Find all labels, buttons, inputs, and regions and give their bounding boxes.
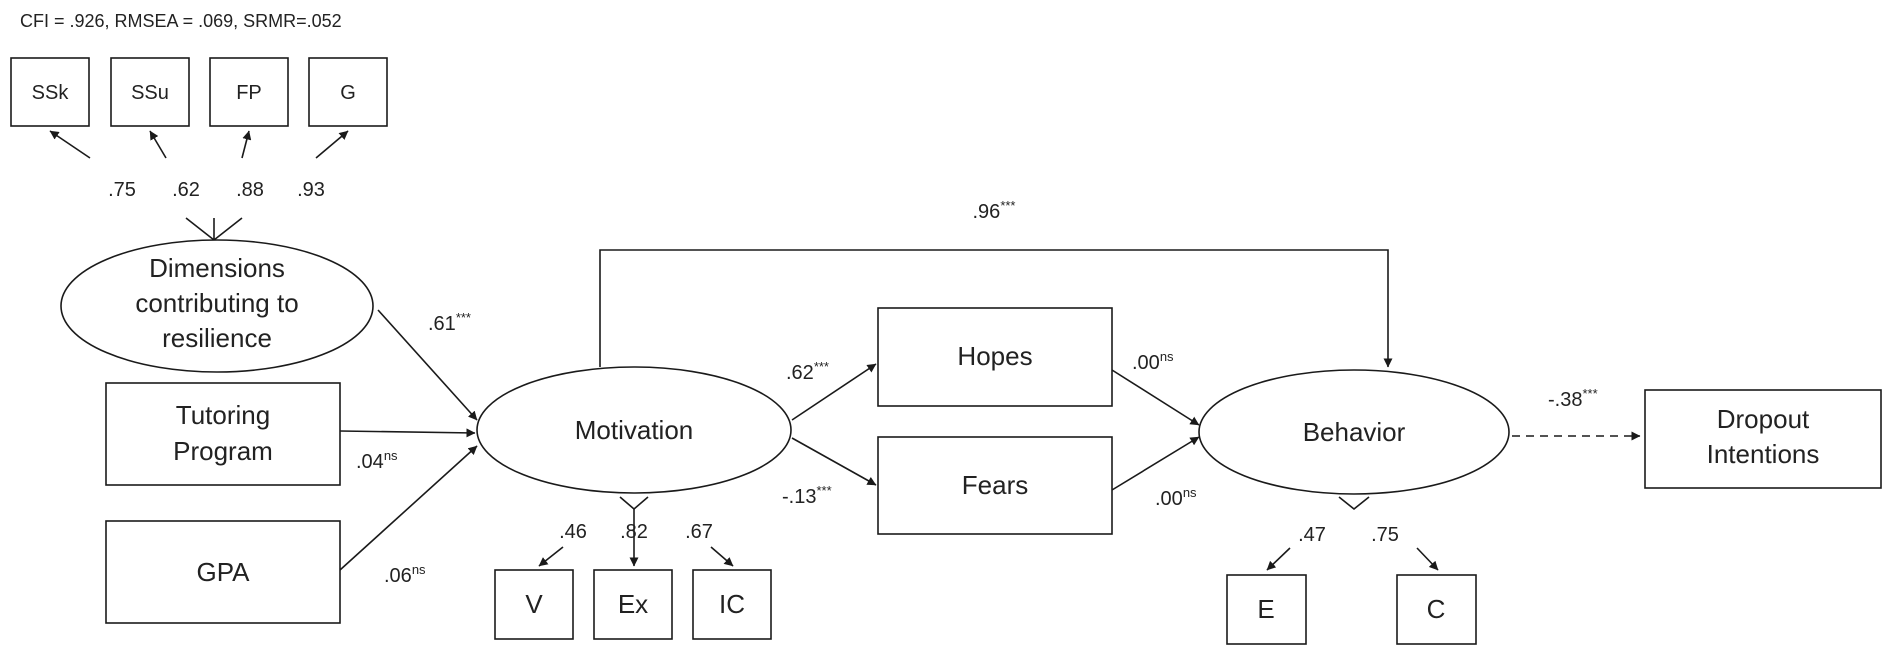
- loading-arrow-e: [1266, 547, 1291, 571]
- loading-arrow-c: [1416, 547, 1439, 571]
- loading-ssk: .75: [108, 179, 136, 201]
- indicator-box-e: [1226, 574, 1307, 645]
- coef-motivation-behavior: .96***: [973, 198, 1016, 223]
- hopes-box: [877, 307, 1113, 407]
- behavior-fan-lines: [1338, 496, 1370, 511]
- indicator-box-ssu: [110, 57, 190, 127]
- loading-arrow-ssu: [149, 130, 167, 159]
- coef-gpa-motivation: .06ns: [384, 562, 426, 587]
- loading-arrow-ic: [710, 546, 734, 567]
- dropout-intentions-box: [1644, 389, 1882, 489]
- tutoring-label-line1: Tutoring: [176, 400, 270, 430]
- indicator-g-label: G: [340, 82, 356, 104]
- indicator-fp-label: FP: [236, 82, 262, 104]
- path-resilience-motivation: [377, 309, 478, 421]
- path-gpa-motivation: [339, 445, 478, 571]
- resilience-label-line2: contributing to: [135, 288, 298, 318]
- indicator-ic-label: IC: [719, 589, 745, 619]
- fears-label: Fears: [962, 470, 1028, 500]
- coef-motivation-hopes: .62***: [786, 359, 829, 384]
- behavior-label: Behavior: [1303, 417, 1406, 447]
- indicator-ssu-label: SSu: [131, 82, 169, 104]
- indicator-v-label: V: [525, 589, 543, 619]
- path-hopes-behavior: [1111, 369, 1200, 426]
- loading-arrow-v: [538, 546, 564, 567]
- indicator-box-ic: [692, 569, 772, 640]
- indicator-box-ex: [593, 569, 673, 640]
- fit-indices: CFI = .926, RMSEA = .069, SRMR=.052: [20, 11, 342, 31]
- resilience-fan-lines: [185, 217, 243, 242]
- coef-resilience-motivation: .61***: [428, 310, 471, 335]
- path-fears-behavior: [1111, 436, 1200, 491]
- path-motivation-behavior: [599, 249, 1393, 368]
- indicator-box-ssk: [10, 57, 90, 127]
- indicator-box-v: [494, 569, 574, 640]
- motivation-label: Motivation: [575, 415, 694, 445]
- indicator-box-c: [1396, 574, 1477, 645]
- behavior-ellipse: [1198, 369, 1510, 495]
- loading-ex: .82: [620, 521, 648, 543]
- motivation-fan-lines: [619, 496, 649, 511]
- loading-fp: .88: [236, 179, 264, 201]
- indicator-ex-label: Ex: [618, 589, 648, 619]
- motivation-ellipse: [476, 366, 792, 494]
- gpa-label: GPA: [197, 557, 251, 587]
- indicator-ssk-label: SSk: [32, 82, 70, 104]
- indicator-c-label: C: [1427, 594, 1446, 624]
- loading-arrow-g: [315, 130, 349, 159]
- tutoring-label-line2: Program: [173, 436, 273, 466]
- resilience-label-line3: resilience: [162, 323, 272, 353]
- tutoring-program-box: [105, 382, 341, 486]
- loading-g: .93: [297, 179, 325, 201]
- coef-hopes-behavior: .00ns: [1132, 349, 1174, 374]
- loading-v: .46: [559, 521, 587, 543]
- coef-behavior-dropout: -.38***: [1548, 386, 1598, 411]
- path-motivation-hopes: [791, 363, 877, 421]
- loading-c: .75: [1371, 524, 1399, 546]
- coef-motivation-fears: -.13***: [782, 483, 832, 508]
- indicator-e-label: E: [1257, 594, 1274, 624]
- indicator-box-fp: [209, 57, 289, 127]
- dropout-label-line2: Intentions: [1707, 439, 1820, 469]
- path-motivation-fears: [791, 437, 877, 486]
- loading-arrow-ssk: [49, 130, 91, 159]
- fears-box: [877, 436, 1113, 535]
- indicator-box-g: [308, 57, 388, 127]
- resilience-ellipse: [60, 239, 374, 373]
- loading-ic: .67: [685, 521, 713, 543]
- coef-fears-behavior: .00ns: [1155, 485, 1197, 510]
- gpa-box: [105, 520, 341, 624]
- loading-arrow-fp: [241, 130, 252, 159]
- resilience-label-line1: Dimensions: [149, 253, 285, 283]
- coef-tutoring-motivation: .04ns: [356, 448, 398, 473]
- dropout-label-line1: Dropout: [1717, 404, 1810, 434]
- path-tutoring-motivation: [339, 428, 476, 438]
- hopes-label: Hopes: [957, 341, 1032, 371]
- loading-ssu: .62: [172, 179, 200, 201]
- loading-e: .47: [1298, 524, 1326, 546]
